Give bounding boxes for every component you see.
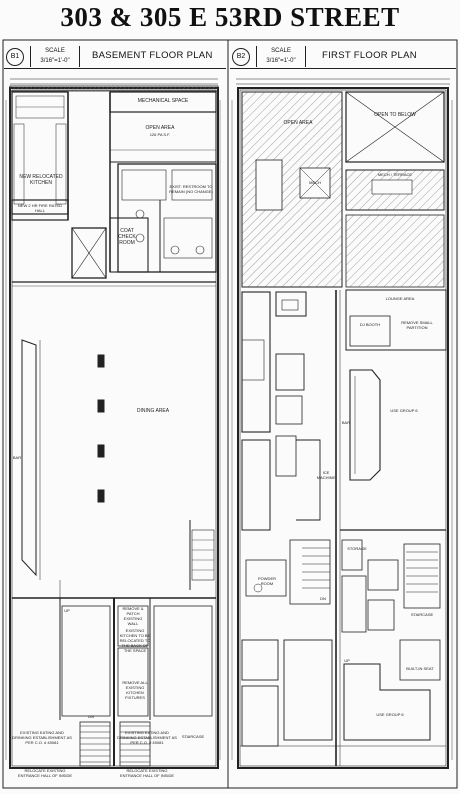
basement-bar-label: BAR <box>12 455 22 460</box>
basement-existing-kitchen-label: EXISTING KITCHEN TO BE RELOCATED TO THE … <box>119 628 151 653</box>
first-floor-header: B2 SCALE 3/16"=1'-0" FIRST FLOOR PLAN <box>230 46 456 69</box>
basement-dining-label: DINING AREA <box>136 408 170 414</box>
basement-plan-title: BASEMENT FLOOR PLAN <box>92 50 213 61</box>
first-scale-box: SCALE 3/16"=1'-0" <box>256 46 306 67</box>
first-ice-label: ICE MACHINE <box>316 470 336 480</box>
basement-sheet-badge: B1 <box>6 48 24 66</box>
first-storage-label: STORAGE <box>347 546 367 551</box>
first-use-group-top-label: USE GROUP 6 <box>390 408 418 413</box>
basement-mechanical-label: MECHANICAL SPACE <box>137 98 189 104</box>
first-mech-label: MECH <box>309 180 321 185</box>
basement-open-area-sf: 126 PA S.F. <box>149 132 171 137</box>
first-open-to-below-label: OPEN TO BELOW <box>374 112 416 118</box>
first-plan-title: FIRST FLOOR PLAN <box>322 50 417 61</box>
basement-scale-value: 3/16"=1'-0" <box>40 58 70 64</box>
first-terrace-label: MECH / TERRACE <box>377 172 413 177</box>
first-scale-value: 3/16"=1'-0" <box>266 58 296 64</box>
basement-coat-room <box>109 217 149 273</box>
basement-dn-label: DN <box>88 714 94 719</box>
basement-eating-right-label: EXISTING EATING AND DRINKING ESTABLISHME… <box>117 730 177 745</box>
basement-scale-box: SCALE 3/16"=1'-0" <box>30 46 80 67</box>
basement-kitchen <box>11 91 69 215</box>
first-open-area-label: OPEN AREA <box>283 120 313 126</box>
first-bar-label: BAR <box>341 420 351 425</box>
first-dj-booth-label: DJ BOOTH <box>359 322 381 327</box>
first-stair-label: STAIRCASE <box>410 612 434 617</box>
first-dn-label: DN <box>320 596 326 601</box>
first-floor-plan <box>231 78 453 769</box>
basement-restroom-label: EXIST. RESTROOM TO REMAIN (NO CHANGE) <box>169 184 213 194</box>
first-remove-partition-label: REMOVE SMALL PARTITION <box>401 320 433 330</box>
basement-up-label: UP <box>64 608 70 613</box>
basement-scale-label: SCALE <box>45 48 65 54</box>
basement-elevator <box>71 227 107 279</box>
basement-plan <box>5 78 221 769</box>
first-sheet-badge: B2 <box>232 48 250 66</box>
basement-stair-label: STAIRCASE <box>181 734 205 739</box>
first-use-group-bottom-label: USE GROUP 6 <box>376 712 404 717</box>
basement-bar <box>21 339 37 577</box>
first-up-label: UP <box>344 658 350 663</box>
basement-eating-left-label: EXISTING EATING AND DRINKING ESTABLISHME… <box>12 730 72 745</box>
basement-header: B1 SCALE 3/16"=1'-0" BASEMENT FLOOR PLAN <box>4 46 226 69</box>
first-scale-label: SCALE <box>271 48 291 54</box>
basement-open-area <box>109 111 217 163</box>
sheet-frame <box>2 39 458 789</box>
basement-open-area-label: OPEN AREA <box>145 125 175 131</box>
first-lounge-label: LOUNGE AREA <box>385 296 415 301</box>
page-title: 303 & 305 E 53RD STREET <box>60 2 400 32</box>
first-bar <box>349 369 381 481</box>
first-builtin-label: BUILT-IN SEAT <box>406 666 434 671</box>
basement-relocate-right-label: RELOCATE EXISTING ENTRANCE HALL OF INSID… <box>119 768 175 778</box>
first-lounge <box>345 289 447 351</box>
basement-kitchen-label: NEW RELOCATED KITCHEN <box>19 174 63 186</box>
basement-fire-hall-label: NEW 2 HR FIRE RATED HALL <box>17 203 63 213</box>
first-powder-label: POWDER ROOM <box>258 576 276 586</box>
first-open-to-below <box>345 91 445 163</box>
basement-relocate-left-label: RELOCATE EXISTING ENTRANCE HALL OF INSID… <box>17 768 73 778</box>
basement-remove-fixtures-label: REMOVE ALL EXISTING KITCHEN FIXTURES <box>122 680 148 700</box>
first-outer-wall <box>237 87 449 769</box>
basement-remove-wall-label: REMOVE & PATCH EXISTING WALL <box>122 606 144 626</box>
basement-coat-room-label: COAT CHECK ROOM <box>118 228 136 246</box>
